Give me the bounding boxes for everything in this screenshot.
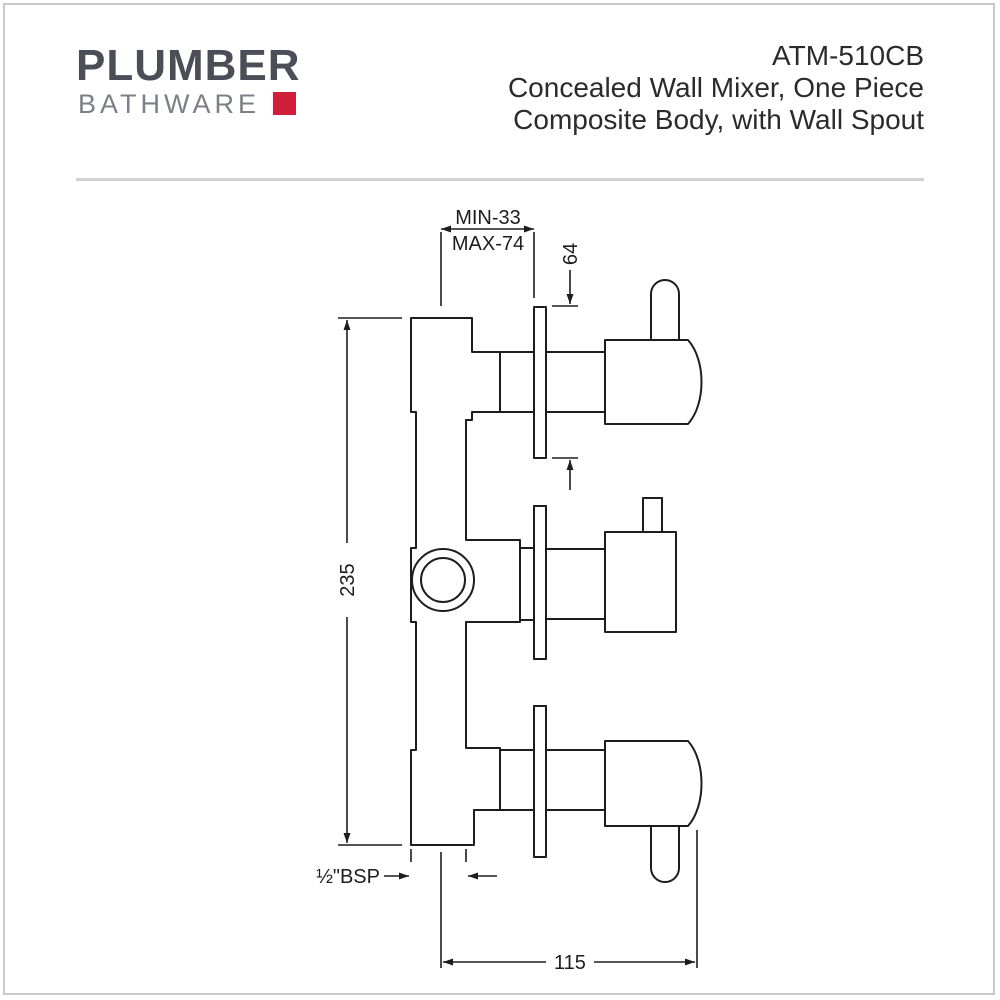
outlet-port-inner: [420, 557, 466, 603]
clearance-label: 64: [560, 243, 582, 265]
width-label: 115: [554, 952, 586, 974]
product-description-line-1: Concealed Wall Mixer, One Piece: [507, 72, 924, 103]
top-handle-body: [604, 339, 703, 425]
header-divider: [76, 178, 924, 181]
brand-accent-square: [273, 92, 296, 115]
depth-max-label: MAX-74: [452, 233, 524, 255]
brand-logo-bathware: BATHWARE: [78, 89, 261, 119]
middle-stem: [520, 547, 534, 621]
bottom-stem: [500, 749, 534, 811]
product-code: ATM-510CB: [772, 40, 924, 71]
bottom-handle-body: [604, 740, 703, 827]
top-flange-plate: [533, 306, 547, 459]
valve-body-outline: [410, 317, 521, 846]
brand-logo-plumber: PLUMBER: [76, 41, 301, 90]
bottom-flange-plate: [533, 705, 547, 858]
middle-handle-body: [604, 531, 677, 633]
middle-spindle: [546, 548, 605, 620]
depth-min-label: MIN-33: [455, 207, 521, 229]
bottom-lever: [650, 826, 680, 883]
title-block: ATM-510CB Concealed Wall Mixer, One Piec…: [508, 40, 924, 136]
top-stem: [500, 351, 534, 413]
middle-flange-plate: [533, 505, 547, 660]
height-label: 235: [337, 563, 359, 596]
top-lever: [650, 279, 680, 340]
middle-diverter-pin: [642, 497, 663, 533]
bottom-spindle: [546, 749, 605, 811]
outlet-port-outer: [411, 548, 475, 612]
drawing-frame: [3, 3, 995, 995]
top-spindle: [546, 351, 605, 413]
bsp-connection-label: ½"BSP: [316, 866, 380, 888]
product-description-line-2: Composite Body, with Wall Spout: [513, 104, 924, 135]
